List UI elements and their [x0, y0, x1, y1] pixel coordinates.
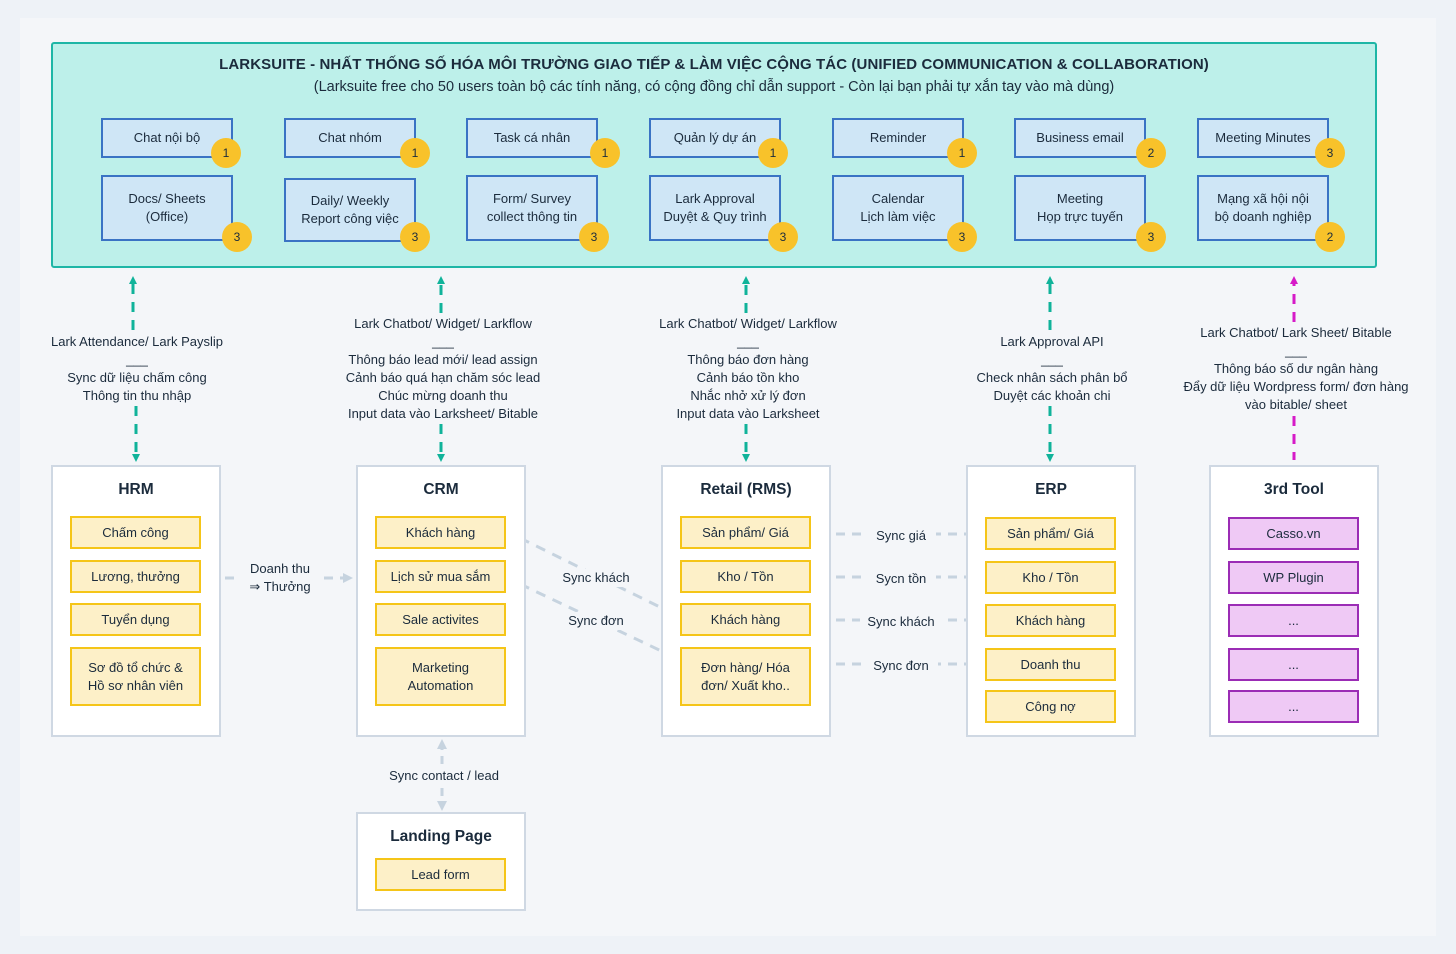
tool-item: ...	[1228, 690, 1359, 723]
erp-item: Kho / Tồn	[985, 561, 1116, 594]
feature-level-badge: 3	[1136, 222, 1166, 252]
retail-item: Đơn hàng/ Hóa đơn/ Xuất kho..	[680, 647, 811, 706]
panel-subtitle: (Larksuite free cho 50 users toàn bộ các…	[313, 79, 1115, 95]
hrm-crm-label: Doanh thu ⇒ Thưởng	[249, 561, 311, 594]
retail-item: Kho / Tồn	[680, 560, 811, 593]
crm-retail-label-1: Sync khách	[556, 569, 636, 587]
feature-chat-group: Chat nhóm	[284, 118, 416, 158]
feature-level-badge: 3	[768, 222, 798, 252]
feature-level-badge: 1	[758, 138, 788, 168]
feature-level-badge: 3	[947, 222, 977, 252]
crm-landing-label: Sync contact / lead	[377, 767, 511, 785]
feature-calendar: Calendar Lịch làm việc	[832, 175, 964, 241]
feature-level-badge: 3	[400, 222, 430, 252]
crm-item: Khách hàng	[375, 516, 506, 549]
landing-title: Landing Page	[390, 828, 492, 845]
feature-level-badge: 2	[1136, 138, 1166, 168]
hrm-integration-label: Lark Attendance/ Lark Payslip ___ Sync d…	[40, 333, 234, 405]
crm-item: Marketing Automation	[375, 647, 506, 706]
landing-item: Lead form	[375, 858, 506, 891]
erp-item: Khách hàng	[985, 604, 1116, 637]
erp-item: Doanh thu	[985, 648, 1116, 681]
erp-title: ERP	[1035, 481, 1067, 498]
feature-level-badge: 1	[400, 138, 430, 168]
hrm-title: HRM	[118, 481, 154, 498]
crm-integration-label: Lark Chatbot/ Widget/ Larkflow ___ Thông…	[331, 315, 555, 423]
feature-level-badge: 2	[1315, 222, 1345, 252]
retail-erp-label: Sycn tồn	[866, 570, 936, 588]
crm-item: Lịch sử mua sắm	[375, 560, 506, 593]
feature-level-badge: 1	[211, 138, 241, 168]
crm-retail-label-2: Sync đơn	[560, 612, 632, 630]
hrm-item: Chấm công	[70, 516, 201, 549]
feature-business-email: Business email	[1014, 118, 1146, 158]
hrm-item: Sơ đồ tổ chức & Hồ sơ nhân viên	[70, 647, 201, 706]
panel-title: LARKSUITE - NHẤT THỐNG SỐ HÓA MÔI TRƯỜNG…	[219, 56, 1209, 73]
crm-item: Sale activites	[375, 603, 506, 636]
retail-item: Sản phẩm/ Giá	[680, 516, 811, 549]
feature-level-badge: 1	[947, 138, 977, 168]
feature-internal-social: Mạng xã hội nội bộ doanh nghiệp	[1197, 175, 1329, 241]
tool-item: WP Plugin	[1228, 561, 1359, 594]
feature-level-badge: 1	[590, 138, 620, 168]
feature-project-management: Quản lý dự án	[649, 118, 781, 158]
hrm-item: Lương, thưởng	[70, 560, 201, 593]
feature-level-badge: 3	[1315, 138, 1345, 168]
retail-item: Khách hàng	[680, 603, 811, 636]
feature-docs-sheets: Docs/ Sheets (Office)	[101, 175, 233, 241]
retail-erp-label: Sync khách	[860, 613, 942, 631]
feature-form-survey: Form/ Survey collect thông tin	[466, 175, 598, 241]
retail-title: Retail (RMS)	[700, 481, 792, 498]
retail-erp-label: Sync giá	[866, 527, 936, 545]
feature-reminder: Reminder	[832, 118, 964, 158]
tool-title: 3rd Tool	[1264, 481, 1324, 498]
feature-task-personal: Task cá nhân	[466, 118, 598, 158]
tool-item: ...	[1228, 604, 1359, 637]
erp-integration-label: Lark Approval API ___ Check nhân sách ph…	[960, 333, 1144, 405]
erp-item: Sản phẩm/ Giá	[985, 517, 1116, 550]
feature-daily-report: Daily/ Weekly Report công việc	[284, 178, 416, 242]
tool-item: ...	[1228, 648, 1359, 681]
feature-meeting-minutes: Meeting Minutes	[1197, 118, 1329, 158]
crm-title: CRM	[423, 481, 459, 498]
tool-item: Casso.vn	[1228, 517, 1359, 550]
retail-integration-label: Lark Chatbot/ Widget/ Larkflow ___ Thông…	[636, 315, 860, 423]
feature-lark-approval: Lark Approval Duyệt & Quy trình	[649, 175, 781, 241]
feature-level-badge: 3	[222, 222, 252, 252]
feature-meeting-online: Meeting Họp trực tuyến	[1014, 175, 1146, 241]
retail-erp-label: Sync đơn	[864, 657, 938, 675]
hrm-item: Tuyển dụng	[70, 603, 201, 636]
tool-integration-label: Lark Chatbot/ Lark Sheet/ Bitable ___ Th…	[1172, 324, 1420, 414]
erp-item: Công nợ	[985, 690, 1116, 723]
feature-level-badge: 3	[579, 222, 609, 252]
